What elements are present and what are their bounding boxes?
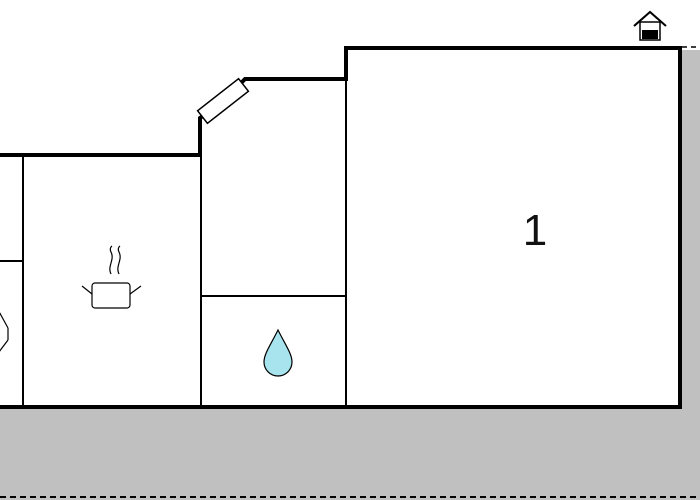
water-drop-icon — [263, 328, 293, 377]
terrace-area — [0, 50, 700, 500]
interior-walls — [0, 79, 347, 407]
plot-boundary — [0, 46, 700, 498]
outer-walls — [0, 46, 682, 409]
bed-icon — [0, 312, 9, 352]
room-1-label: 1 — [523, 206, 547, 255]
cooking-pot-icon — [81, 245, 142, 309]
roof-window-icon — [196, 77, 250, 125]
house-entrance-icon — [633, 10, 667, 41]
